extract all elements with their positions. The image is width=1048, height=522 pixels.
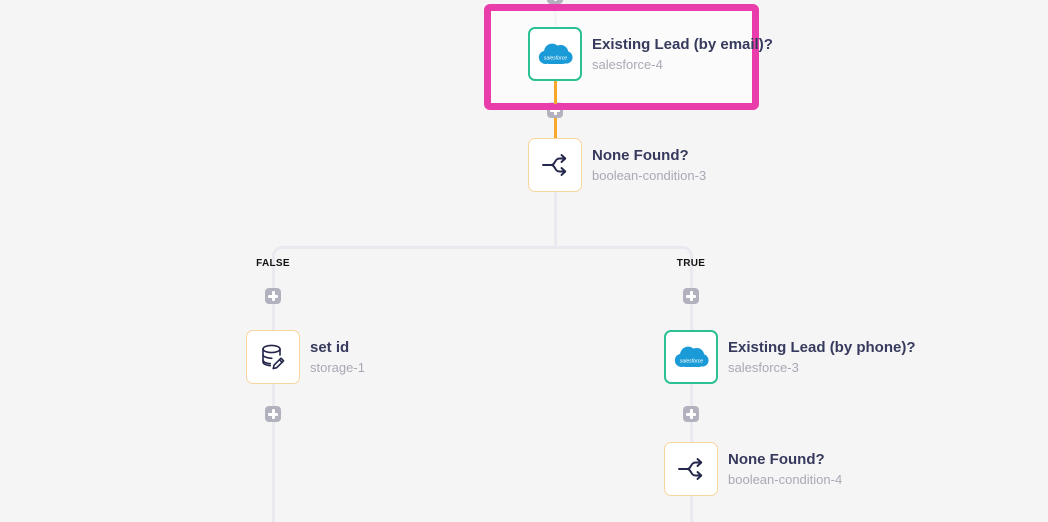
add-step-button-true-top[interactable]	[683, 288, 699, 304]
node-title: None Found?	[592, 147, 689, 164]
node-storage-1[interactable]	[246, 330, 300, 384]
add-step-button-false-top[interactable]	[265, 288, 281, 304]
node-salesforce-4-text: Existing Lead (by email)? salesforce-4	[592, 27, 773, 81]
boolean-branch-icon	[678, 458, 703, 480]
node-subtitle: storage-1	[310, 360, 365, 375]
node-boolean-condition-3-text: None Found? boolean-condition-3	[592, 138, 706, 192]
node-storage-1-text: set id storage-1	[310, 330, 365, 384]
node-boolean-condition-3[interactable]	[528, 138, 582, 192]
node-boolean-condition-4-text: None Found? boolean-condition-4	[728, 442, 842, 496]
connector-true-branch	[689, 256, 693, 522]
add-step-button-true-bottom[interactable]	[683, 406, 699, 422]
branch-label-false: FALSE	[256, 258, 290, 269]
add-step-button-false-bottom[interactable]	[265, 406, 281, 422]
salesforce-icon: salesforce	[674, 346, 709, 367]
salesforce-icon: salesforce	[538, 43, 573, 64]
svg-text:salesforce: salesforce	[544, 55, 568, 61]
node-salesforce-3[interactable]: salesforce	[664, 330, 718, 384]
connector-center	[553, 192, 557, 248]
branch-split-connector	[271, 246, 693, 260]
node-subtitle: salesforce-4	[592, 57, 663, 72]
node-title: set id	[310, 339, 350, 356]
node-subtitle: boolean-condition-4	[728, 472, 843, 487]
node-title: Existing Lead (by phone)?	[728, 339, 916, 356]
node-title: Existing Lead (by email)?	[592, 36, 773, 53]
node-subtitle: salesforce-3	[728, 360, 799, 375]
node-boolean-condition-4[interactable]	[664, 442, 718, 496]
node-title: None Found?	[728, 451, 825, 468]
node-salesforce-3-text: Existing Lead (by phone)? salesforce-3	[728, 330, 916, 384]
add-step-button-top[interactable]	[547, 0, 563, 4]
svg-text:salesforce: salesforce	[680, 358, 704, 364]
node-salesforce-4[interactable]: salesforce	[528, 27, 582, 81]
storage-edit-icon	[262, 344, 285, 370]
boolean-branch-icon	[542, 154, 567, 176]
connector-active-upper	[553, 81, 557, 104]
connector-false-branch	[271, 256, 275, 522]
node-subtitle: boolean-condition-3	[592, 168, 707, 183]
connector-active-lower	[553, 111, 557, 139]
branch-label-true: TRUE	[676, 258, 706, 269]
